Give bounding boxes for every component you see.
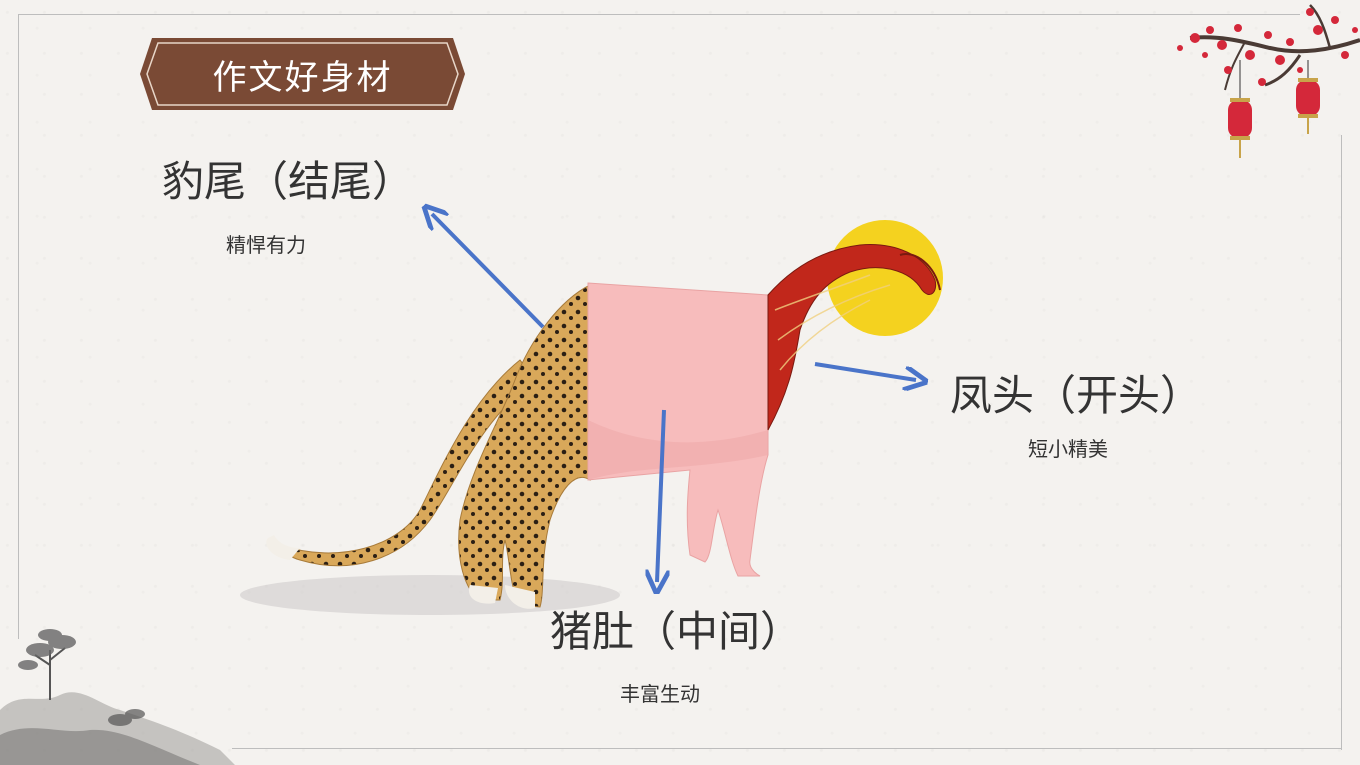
arrow-to-belly bbox=[657, 409, 664, 582]
arrow-to-head bbox=[814, 362, 916, 380]
frame-line-top bbox=[18, 14, 1300, 15]
pig-belly bbox=[587, 282, 769, 577]
pig-belly-shade bbox=[588, 420, 768, 480]
frame-line-right bbox=[1341, 135, 1342, 750]
tail-description: 精悍有力 bbox=[226, 233, 306, 257]
phoenix-crest bbox=[899, 253, 941, 291]
belly-description: 丰富生动 bbox=[620, 682, 700, 706]
phoenix-feathers bbox=[774, 274, 891, 371]
leopard-tail-tip bbox=[266, 535, 300, 560]
tail-label: 豹尾（结尾） bbox=[162, 157, 415, 206]
leopard-body bbox=[458, 284, 591, 608]
leopard-paw-back bbox=[468, 585, 498, 604]
head-description: 短小精美 bbox=[1028, 437, 1108, 461]
title-banner: 作文好身材 bbox=[140, 38, 465, 110]
phoenix-neck bbox=[767, 244, 937, 431]
ink-landscape-icon bbox=[0, 629, 235, 765]
banner-shape bbox=[140, 38, 465, 110]
head-label: 凤头（开头） bbox=[950, 371, 1203, 420]
plum-blossom-branch-icon bbox=[1177, 4, 1360, 158]
belly-label: 猪肚（中间） bbox=[550, 607, 803, 656]
frame-line-bottom bbox=[232, 748, 1342, 749]
leopard-paw-front bbox=[505, 585, 535, 609]
arrow-to-tail bbox=[432, 214, 545, 329]
frame-line-left bbox=[18, 14, 19, 639]
page-title: 作文好身材 bbox=[212, 57, 393, 98]
